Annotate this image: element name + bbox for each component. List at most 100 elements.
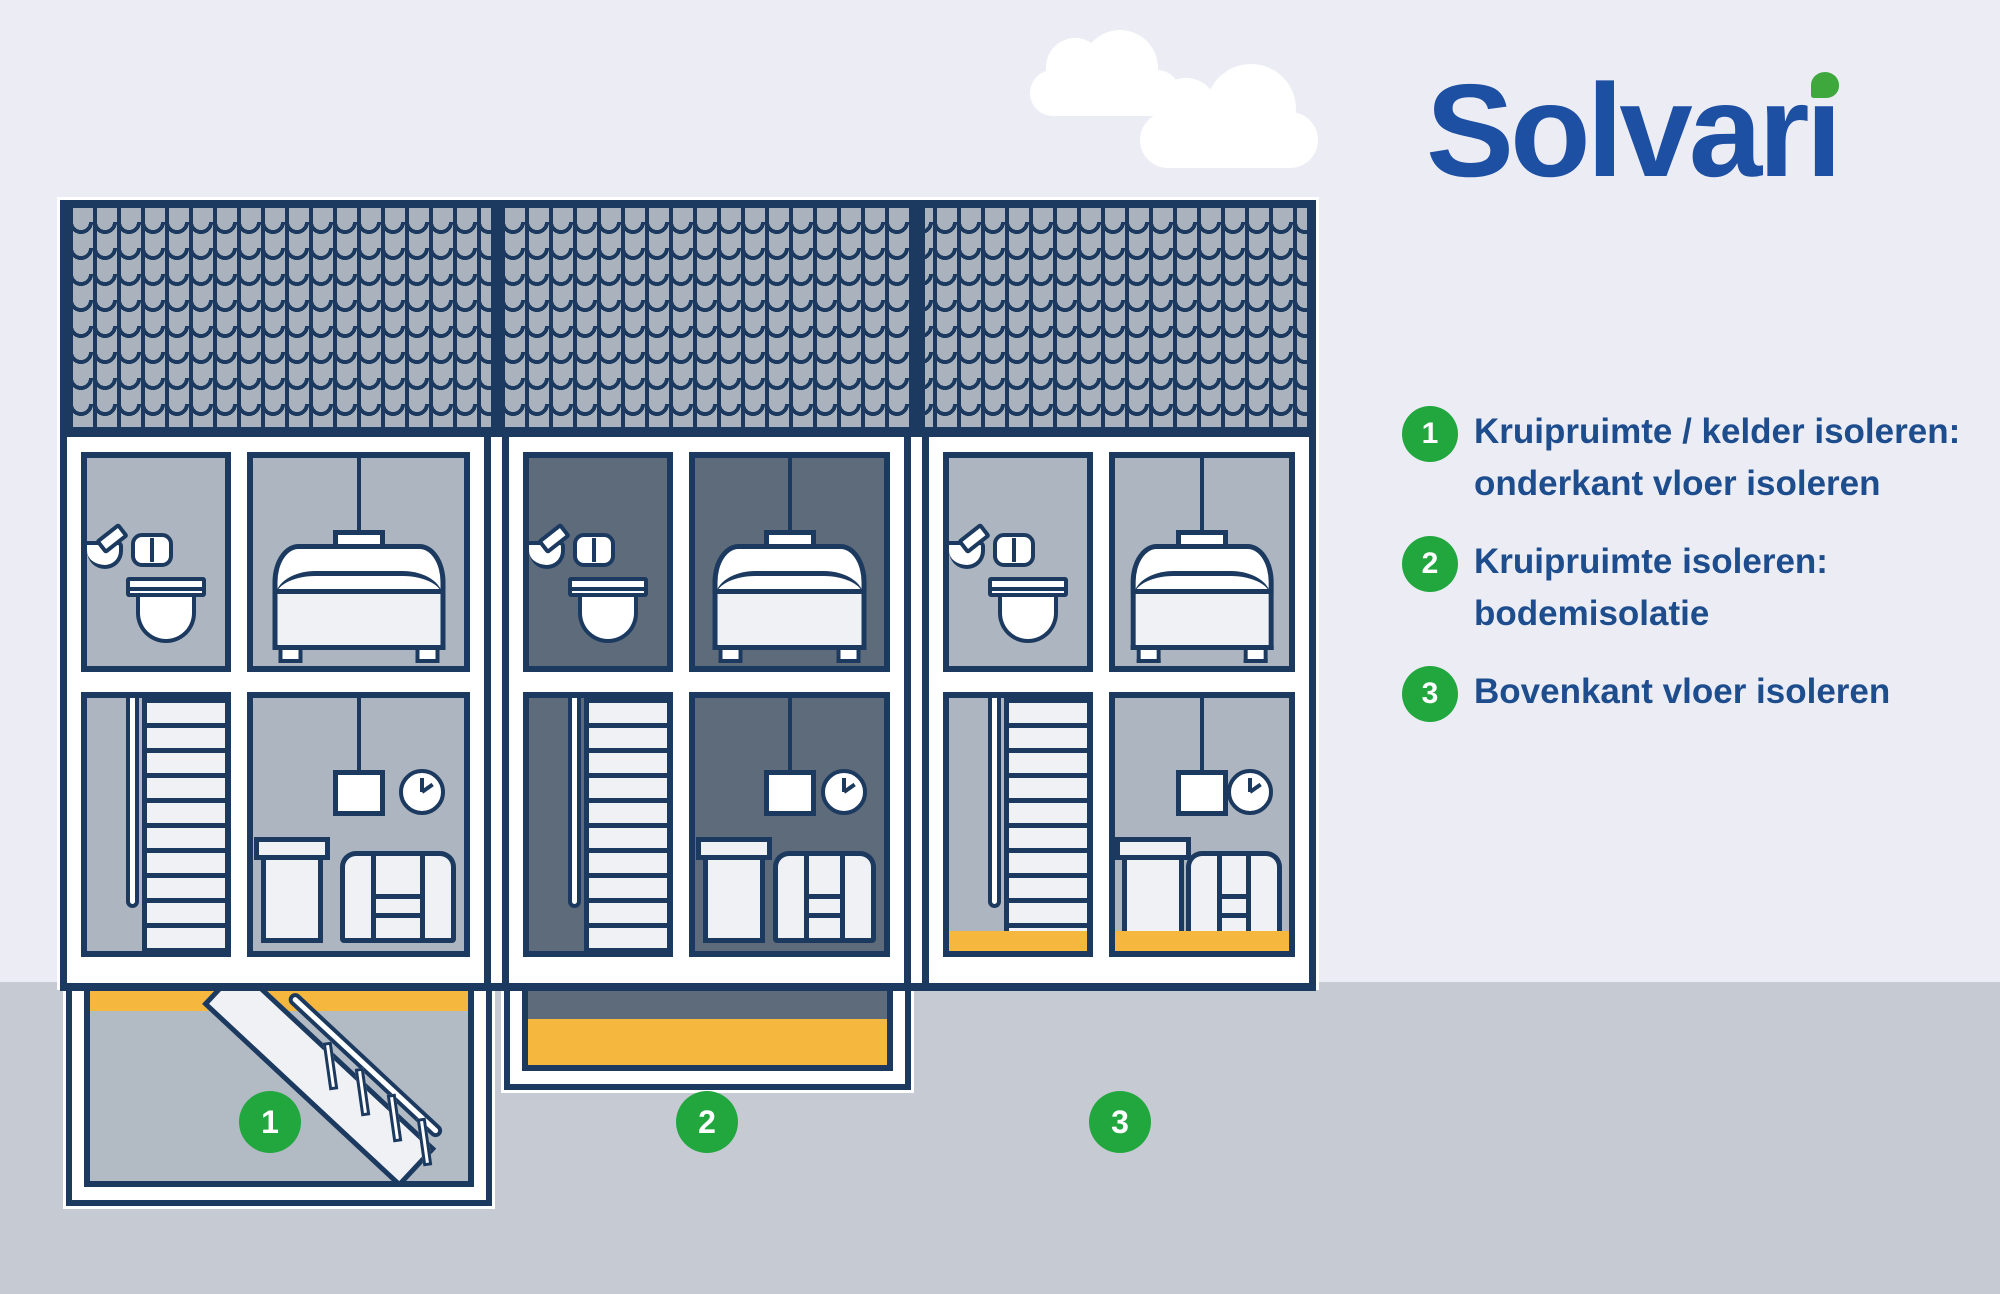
legend-item-2: 2 Kruipruimte isoleren: bodemisolatie	[1402, 536, 1982, 640]
crawl-space	[504, 990, 911, 1090]
cloud-icon	[1140, 64, 1318, 168]
bed-headboard	[271, 544, 446, 594]
living-room	[689, 692, 890, 957]
insulation-layer	[949, 931, 1087, 951]
toilet-bowl	[577, 596, 638, 643]
mirror-icon	[993, 532, 1036, 567]
toilet-seat	[987, 576, 1068, 597]
sink-icon	[949, 541, 985, 570]
sofa-seam	[1222, 893, 1247, 899]
clock-icon	[1227, 768, 1274, 815]
sofa-seam	[375, 913, 420, 919]
legend-marker-1: 1	[1402, 406, 1458, 462]
sofa-seam	[808, 913, 841, 919]
mirror-icon	[131, 532, 174, 567]
pendant-cord	[356, 698, 361, 770]
pendant-cord	[787, 458, 792, 530]
stairs-room	[943, 692, 1093, 957]
bed-icon	[271, 544, 446, 663]
toilet-icon	[567, 576, 648, 643]
bathroom	[943, 452, 1093, 672]
insulation-layer	[528, 1019, 887, 1065]
solvari-logo: Solvarı	[1426, 57, 1843, 204]
toilet-seat	[567, 576, 648, 597]
cabinet-icon	[1115, 837, 1191, 943]
house-1	[60, 437, 491, 990]
logo-text: Solvar	[1426, 57, 1810, 204]
sink-icon	[87, 541, 123, 570]
insulation-layer	[1115, 931, 1289, 951]
handrail-icon	[568, 698, 582, 908]
mirror-icon	[573, 532, 616, 567]
sofa-seam	[375, 893, 420, 899]
pendant-cord	[1200, 458, 1204, 530]
cloud-icon	[1030, 30, 1180, 116]
legend-marker-2: 2	[1402, 536, 1458, 592]
bed-headboard	[1130, 544, 1274, 594]
roof-tiles-pattern	[69, 208, 1307, 427]
cabinet-icon	[695, 837, 772, 943]
toilet-bowl	[997, 596, 1058, 643]
toilet-icon	[987, 576, 1068, 643]
marker-1: 1	[239, 1091, 301, 1153]
bed-icon	[1130, 544, 1274, 663]
pendant-cord	[356, 458, 361, 530]
bed-foot	[415, 650, 440, 663]
bed-body	[271, 594, 446, 650]
sink-icon	[529, 541, 565, 570]
bed-body	[712, 594, 867, 650]
toilet-icon	[125, 576, 206, 643]
crawl-space-interior	[522, 990, 893, 1071]
clock-icon	[821, 768, 867, 815]
sofa-seam	[808, 893, 841, 899]
marker-2: 2	[676, 1091, 738, 1153]
stairs-icon	[584, 698, 667, 951]
living-room	[247, 692, 470, 957]
legend-label-3: Bovenkant vloer isoleren	[1474, 672, 1891, 711]
bedroom	[1109, 452, 1295, 672]
house-3	[922, 437, 1316, 990]
stairs-icon	[142, 698, 225, 951]
ground-floor-line	[60, 983, 1316, 991]
bed-foot	[836, 650, 861, 663]
pendant-lamp-icon	[332, 770, 385, 816]
stairs-room	[81, 692, 231, 957]
logo-i: ı	[1805, 57, 1843, 204]
bedroom	[247, 452, 470, 672]
legend-label-2: Kruipruimte isoleren: bodemisolatie	[1474, 542, 1828, 633]
roof-divider	[491, 200, 505, 437]
toilet-seat	[125, 576, 206, 597]
clock-icon	[399, 768, 446, 815]
pendant-lamp-icon	[763, 770, 816, 816]
cabinet-icon	[254, 837, 331, 943]
roof-divider	[911, 200, 925, 437]
leaf-icon	[1810, 72, 1839, 98]
roof	[60, 200, 1316, 437]
sofa-icon	[1186, 851, 1283, 943]
bathroom	[523, 452, 673, 672]
bed-foot	[1136, 650, 1161, 663]
legend-item-1: 1 Kruipruimte / kelder isoleren: onderka…	[1402, 406, 1982, 510]
handrail-icon	[126, 698, 140, 908]
legend-label-1: Kruipruimte / kelder isoleren: onderkant…	[1474, 412, 1961, 503]
toilet-bowl	[135, 596, 196, 643]
stairs-room	[523, 692, 673, 957]
bedroom	[689, 452, 890, 672]
bathroom	[81, 452, 231, 672]
bed-foot	[718, 650, 743, 663]
stairs-icon	[1004, 698, 1087, 951]
bed-body	[1130, 594, 1274, 650]
pendant-lamp-icon	[1176, 770, 1228, 816]
bed-foot	[277, 650, 302, 663]
legend: 1 Kruipruimte / kelder isoleren: onderka…	[1402, 406, 1982, 748]
sofa-icon	[339, 851, 456, 943]
pendant-cord	[1200, 698, 1204, 770]
bed-icon	[712, 544, 867, 663]
insulation-layer	[90, 990, 468, 1011]
handrail-icon	[988, 698, 1002, 908]
house-2	[502, 437, 911, 990]
legend-marker-3: 3	[1402, 666, 1458, 722]
bed-headboard	[712, 544, 867, 594]
sofa-seam	[1222, 913, 1247, 919]
